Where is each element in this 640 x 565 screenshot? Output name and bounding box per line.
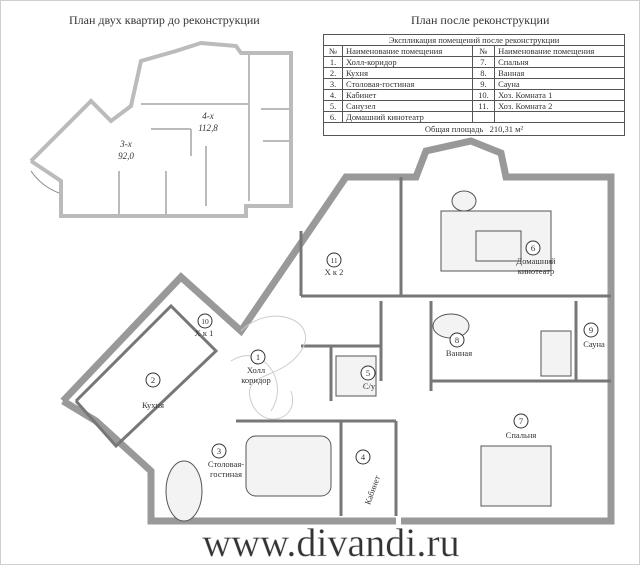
- svg-text:Спальня: Спальня: [506, 430, 537, 440]
- svg-text:5: 5: [366, 368, 370, 378]
- explication-table: Экспликация помещений после реконструкци…: [322, 34, 625, 136]
- interior-walls: [74, 177, 611, 516]
- svg-text:11: 11: [330, 256, 337, 265]
- svg-text:8: 8: [455, 335, 459, 345]
- room-5: 5С/у: [360, 365, 376, 391]
- explication-title: Экспликация помещений после реконструкци…: [323, 34, 625, 46]
- svg-text:Кухня: Кухня: [142, 400, 164, 410]
- svg-text:6: 6: [531, 243, 535, 253]
- apt3-area: 92,0: [118, 151, 134, 161]
- svg-text:Х к 1: Х к 1: [195, 328, 214, 338]
- apt4-label: 4-х: [202, 111, 214, 121]
- svg-text:Холл: Холл: [247, 365, 266, 375]
- svg-text:Ванная: Ванная: [446, 348, 472, 358]
- room-11: 11 Х к 2: [325, 252, 344, 277]
- after-plan-title: План после реконструкции: [411, 13, 550, 27]
- apt4-area: 112,8: [198, 123, 218, 133]
- watermark: www.divandi.ru: [202, 520, 459, 565]
- total-area: Общая площадь 210,31 м²: [323, 122, 625, 136]
- decor-swirls: [230, 315, 307, 420]
- apt3-label: 3-х: [119, 139, 132, 149]
- svg-text:3: 3: [217, 446, 221, 456]
- svg-text:1: 1: [256, 352, 260, 362]
- after-plan-walls: [60, 137, 615, 525]
- svg-text:кинотеатр: кинотеатр: [518, 266, 555, 276]
- svg-text:коридор: коридор: [241, 375, 271, 385]
- svg-text:10: 10: [201, 317, 209, 326]
- svg-text:С/у: С/у: [363, 381, 376, 391]
- col-num: №: [322, 45, 344, 57]
- svg-text:гостиная: гостиная: [210, 469, 242, 479]
- svg-text:9: 9: [589, 325, 593, 335]
- col-num-2: №: [471, 45, 496, 57]
- svg-text:2: 2: [151, 375, 155, 385]
- before-plan-title: План двух квартир до реконструкции: [69, 13, 260, 27]
- svg-text:Х к 2: Х к 2: [325, 267, 344, 277]
- svg-text:Кабинет: Кабинет: [362, 474, 382, 506]
- table-row: 6.Домашний кинотеатр: [322, 111, 625, 123]
- svg-text:Столовая-: Столовая-: [208, 459, 244, 469]
- svg-text:7: 7: [519, 416, 523, 426]
- col-name: Наименование помещения: [342, 45, 473, 57]
- svg-text:Домашний: Домашний: [516, 256, 556, 266]
- svg-text:Сауна: Сауна: [583, 339, 605, 349]
- room-10: 10 Х к 1: [195, 313, 214, 338]
- before-plan: [29, 40, 293, 218]
- col-name-2: Наименование помещения: [494, 45, 625, 57]
- svg-text:4: 4: [361, 452, 366, 462]
